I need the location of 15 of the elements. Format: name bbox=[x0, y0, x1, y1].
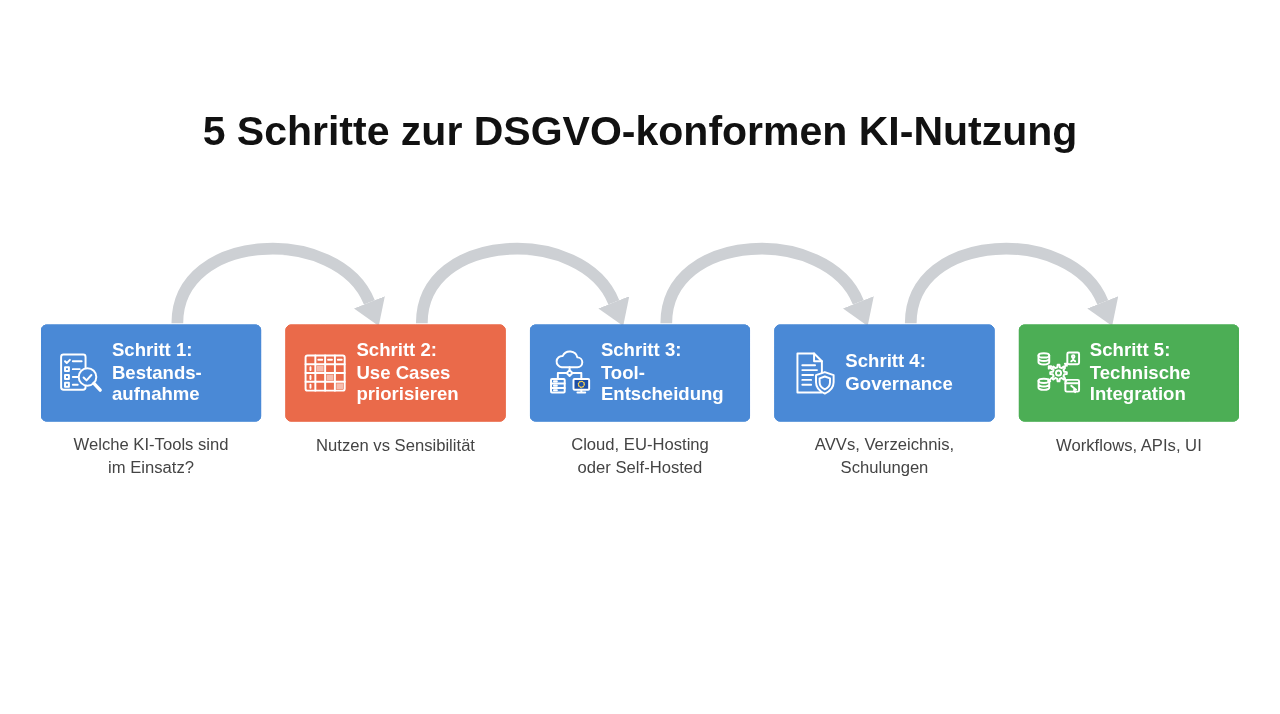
curved-arrow bbox=[904, 243, 1118, 325]
diagram-title: 5 Schritte zur DSGVO-konformen KI-Nutzung bbox=[202, 108, 1078, 156]
step-label: Schritt 1: Bestands- aufnahme bbox=[111, 339, 203, 407]
step-label: Schritt 2: Use Cases priorisieren bbox=[356, 339, 460, 407]
curved-arrow bbox=[660, 243, 873, 325]
curved-arrow bbox=[171, 243, 384, 325]
step-caption: AVVs, Verzeichnis, Schulungen bbox=[813, 434, 956, 479]
step-label: Schritt 4: Governance bbox=[845, 350, 953, 396]
step-caption: Welche KI-Tools sind im Einsatz? bbox=[72, 434, 230, 479]
step-caption: Workflows, APIs, UI bbox=[1056, 435, 1202, 458]
step-caption: Cloud, EU-Hosting oder Self-Hosted bbox=[570, 434, 710, 479]
step-label: Schritt 5: Technische Integration bbox=[1089, 339, 1192, 407]
step-caption: Nutzen vs Sensibilität bbox=[316, 435, 475, 458]
step-label: Schritt 3: Tool- Entscheidung bbox=[600, 339, 725, 407]
curved-arrow bbox=[416, 243, 629, 325]
